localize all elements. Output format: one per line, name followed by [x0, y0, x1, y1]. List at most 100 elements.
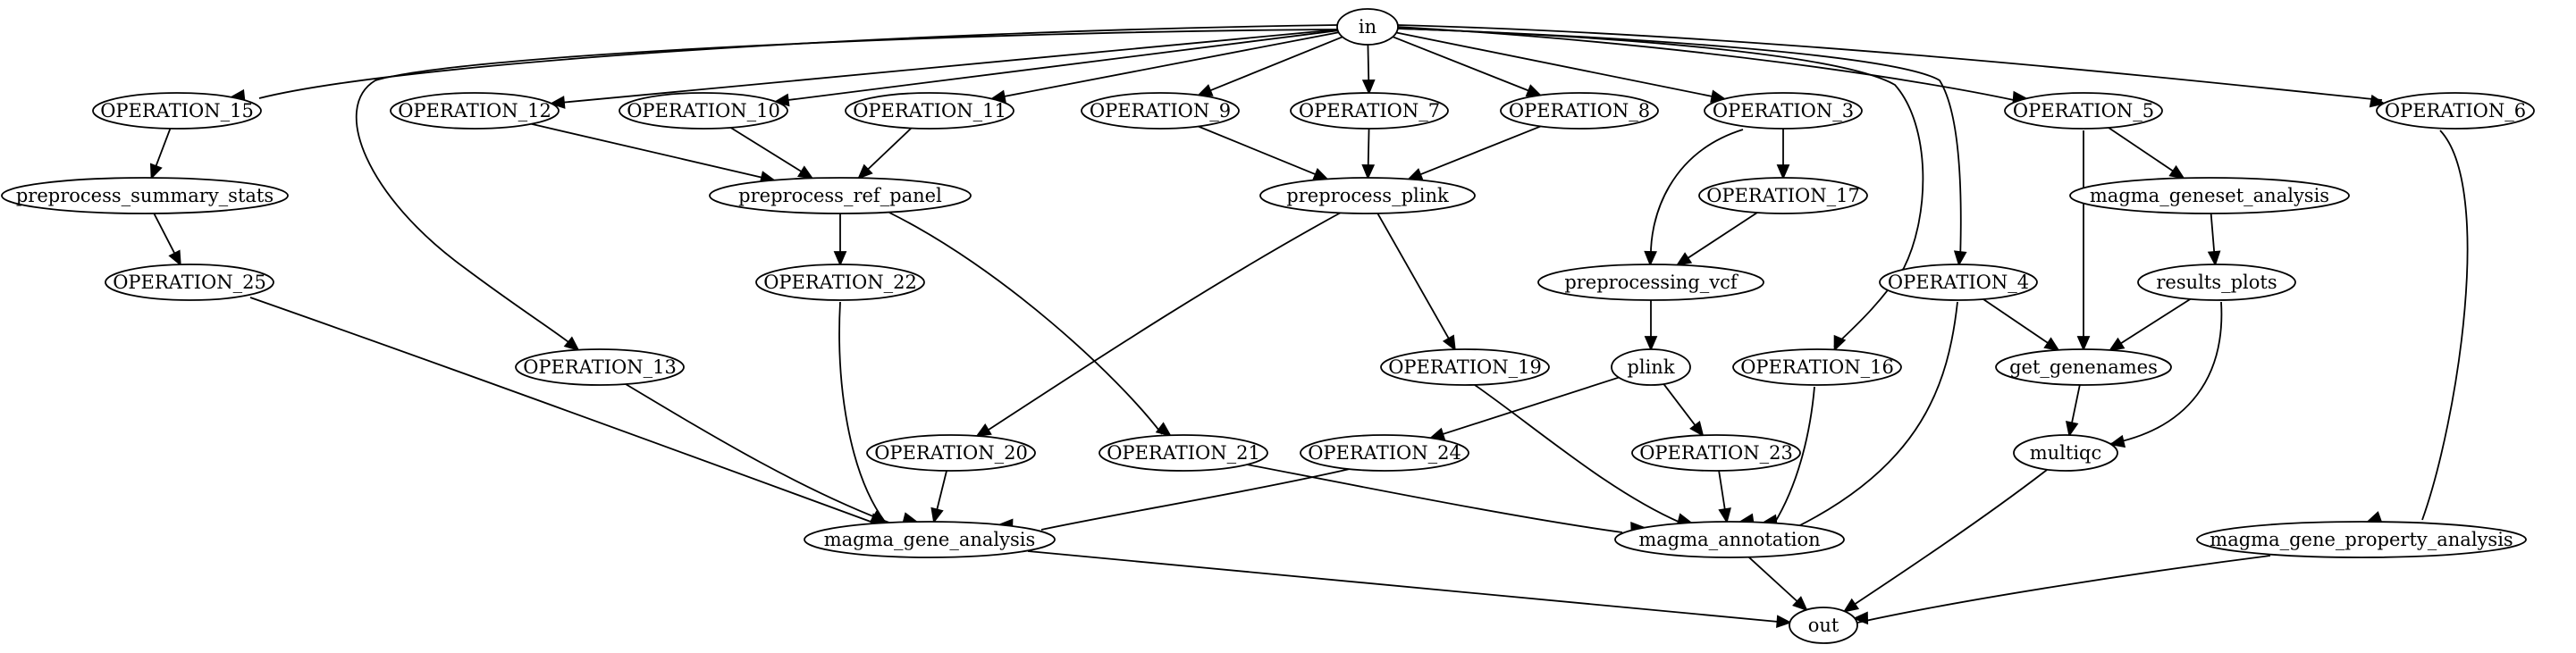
node-shape — [2376, 92, 2535, 130]
node-shape — [2013, 434, 2118, 472]
node-shape — [2196, 521, 2527, 558]
edge-arrowhead — [2369, 94, 2387, 108]
node-label: preprocess_plink — [1286, 185, 1449, 206]
edge-line — [1983, 298, 2050, 345]
node-shape — [1500, 92, 1659, 130]
node-label: magma_geneset_analysis — [2090, 185, 2329, 206]
edge-op20-mga — [930, 470, 947, 524]
edge-line — [888, 212, 1163, 435]
edge-arrowhead — [930, 506, 944, 524]
node-shape — [804, 521, 1056, 558]
node-op12: OPERATION_12 — [390, 92, 560, 130]
edge-line — [1856, 555, 2271, 624]
edge-line — [2119, 298, 2191, 345]
node-shape — [866, 434, 1036, 472]
edge-pp-op19 — [1376, 213, 1456, 352]
node-op11: OPERATION_11 — [845, 92, 1014, 130]
edge-mga-out — [1027, 550, 1792, 629]
node-shape — [1879, 264, 2038, 301]
edge-in-op13 — [355, 29, 1342, 352]
node-label: OPERATION_20 — [874, 442, 1028, 464]
edge-line — [1845, 469, 2048, 611]
node-shape — [1300, 434, 1469, 472]
node-label: magma_annotation — [1638, 529, 1820, 550]
edge-arrowhead — [1718, 507, 1731, 524]
edge-op13-mga — [625, 383, 895, 525]
edge-ma-out — [1747, 557, 1808, 612]
node-shape — [2069, 177, 2350, 214]
edge-arrowhead — [1842, 598, 1860, 613]
node-op17: OPERATION_17 — [1698, 177, 1868, 214]
edge-line — [1418, 125, 1541, 176]
node-op9: OPERATION_9 — [1081, 92, 1240, 130]
node-op13: OPERATION_13 — [515, 348, 685, 386]
node-label: OPERATION_13 — [523, 356, 677, 378]
edge-line — [866, 127, 913, 171]
node-label: OPERATION_17 — [1706, 185, 1860, 206]
node-pp: preprocess_plink — [1259, 177, 1476, 214]
node-op25: OPERATION_25 — [105, 264, 274, 301]
edge-op9-pp — [1198, 125, 1329, 180]
edge-op11-prp — [857, 127, 913, 180]
node-label: OPERATION_7 — [1299, 100, 1440, 121]
node-shape — [1789, 607, 1858, 644]
edge-op23-ma — [1718, 470, 1731, 524]
edge-line — [153, 213, 176, 255]
node-op22: OPERATION_22 — [755, 264, 925, 301]
node-label: OPERATION_10 — [627, 100, 780, 121]
edge-line — [1650, 129, 1744, 262]
node-mqc: multiqc — [2013, 434, 2118, 472]
edge-arrowhead — [1644, 250, 1657, 267]
edge-op21-ma — [1246, 464, 1646, 535]
edge-line — [1687, 212, 1758, 260]
edge-line — [1396, 26, 2015, 101]
node-gg: get_genenames — [1995, 348, 2172, 386]
edge-line — [1474, 384, 1681, 523]
node-label: OPERATION_24 — [1308, 442, 1461, 464]
edge-line — [1367, 128, 1370, 167]
edge-line — [838, 301, 886, 523]
edge-arrowhead — [1525, 84, 1543, 96]
edge-arrowhead — [773, 93, 790, 107]
node-shape — [1614, 521, 1845, 558]
node-op5: OPERATION_5 — [2004, 92, 2163, 130]
node-mgsa: magma_geneset_analysis — [2069, 177, 2350, 214]
edge-prp-op21 — [888, 212, 1172, 437]
edge-op5-mgsa — [2108, 127, 2185, 180]
node-label: OPERATION_11 — [853, 100, 1006, 121]
edge-op17-pvcf — [1675, 212, 1758, 266]
node-in: in — [1336, 8, 1399, 46]
node-ma: magma_annotation — [1614, 521, 1845, 558]
edge-in-op15 — [229, 24, 1339, 103]
edge-arrowhead — [2076, 336, 2091, 352]
edge-arrowhead — [2043, 337, 2060, 352]
edge-mqc-out — [1842, 469, 2048, 613]
node-op7: OPERATION_7 — [1290, 92, 1449, 130]
node-shape — [709, 177, 972, 214]
edge-op22-mga — [838, 301, 919, 525]
node-label: preprocess_summary_stats — [16, 185, 274, 206]
edge-line — [787, 29, 1338, 102]
node-label: get_genenames — [2009, 356, 2158, 378]
node-label: OPERATION_25 — [113, 272, 266, 293]
edge-rp-gg — [2108, 298, 2191, 352]
edge-line — [355, 29, 1342, 346]
edge-arrowhead — [563, 336, 580, 352]
node-shape — [1704, 92, 1863, 130]
node-label: preprocess_ref_panel — [738, 185, 942, 206]
node-label: out — [1808, 615, 1839, 636]
edge-in-op10 — [773, 29, 1338, 107]
edge-arrowhead — [1406, 168, 1424, 180]
edge-line — [155, 128, 172, 168]
node-label: preprocessing_vcf — [1564, 272, 1739, 293]
edge-arrowhead — [1776, 615, 1792, 629]
edge-op3-pvcf — [1644, 129, 1744, 267]
node-shape — [515, 348, 685, 386]
edge-arrowhead — [2065, 420, 2079, 438]
node-shape — [1698, 177, 1868, 214]
edge-arrowhead — [149, 163, 163, 180]
node-label: OPERATION_3 — [1713, 100, 1854, 121]
edge-line — [1396, 24, 2383, 101]
node-op4: OPERATION_4 — [1879, 264, 2038, 301]
edge-line — [2210, 213, 2216, 254]
